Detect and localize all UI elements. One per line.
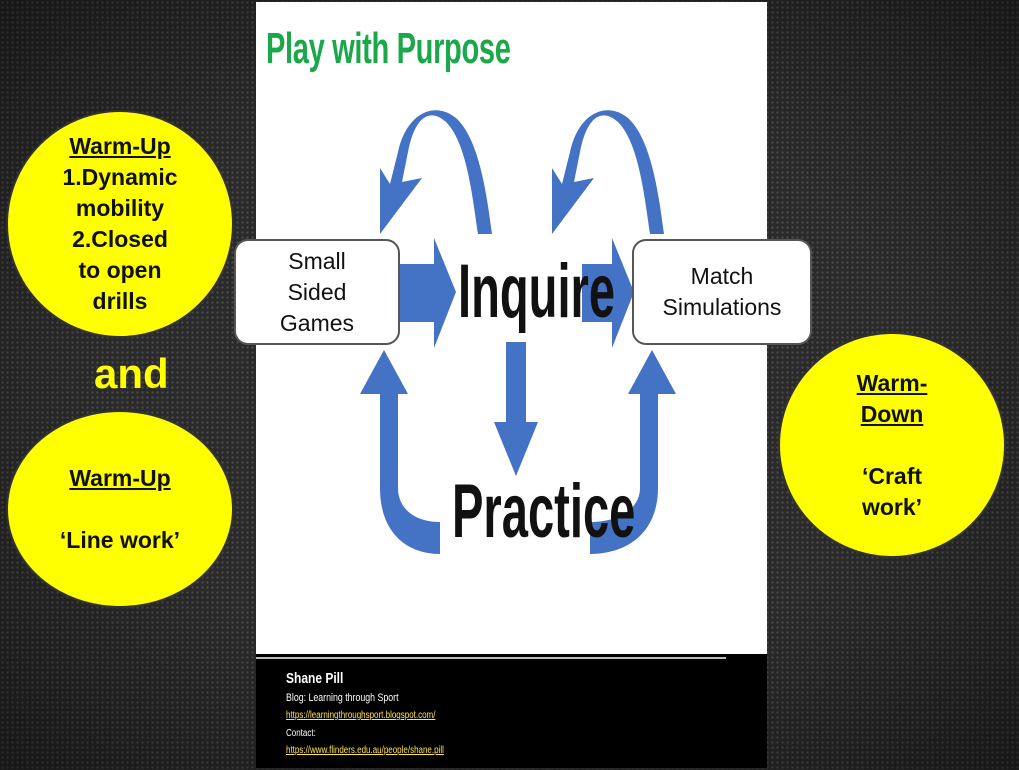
box-line: Simulations — [662, 294, 782, 320]
right-arrow-to-match — [582, 238, 634, 348]
bottom-right-return-arrow — [590, 350, 676, 554]
circle-line: 1.Dynamic — [62, 164, 178, 190]
box-line: Small — [288, 247, 346, 274]
top-left-curved-arrow — [380, 110, 492, 234]
circle-line: 2.Closed — [72, 226, 168, 252]
small-sided-games-box: Small Sided Games — [234, 239, 400, 345]
arrow-group — [360, 110, 676, 554]
practice-label: Practice — [452, 469, 636, 554]
warmdown-circle: Warm- Down ‘Craft work’ — [778, 332, 1006, 558]
cycle-arrows — [360, 110, 676, 554]
blog-label: Blog: Learning through Sport — [286, 692, 399, 704]
box-line: Sided — [287, 278, 347, 305]
poster-title: Play with Purpose — [266, 24, 511, 73]
blog-link[interactable]: https://learningthroughsport.blogspot.co… — [286, 710, 436, 721]
box-line: Games — [279, 309, 355, 336]
down-arrow-to-practice — [494, 342, 538, 476]
circle-heading: Warm-Up — [69, 133, 171, 159]
top-right-curved-arrow — [552, 110, 664, 234]
circle-heading: Down — [860, 400, 924, 427]
footer-divider — [256, 657, 726, 659]
circle-line: ‘Craft — [861, 462, 923, 489]
circle-line: mobility — [75, 195, 165, 221]
inquire-label: Inquire — [458, 249, 616, 334]
contact-link[interactable]: https://www.flinders.edu.au/people/shane… — [286, 745, 444, 756]
warmup-dynamic-circle: Warm-Up 1.Dynamic mobility 2.Closed to o… — [6, 110, 234, 338]
circle-heading: Warm-Up — [69, 464, 171, 491]
circle-line: to open — [78, 257, 162, 283]
right-arrow-to-inquire — [398, 238, 456, 348]
box-line: Match — [690, 263, 754, 289]
author-name: Shane Pill — [286, 670, 344, 687]
circle-line: drills — [92, 288, 148, 314]
circle-heading: Warm- — [856, 369, 928, 396]
contact-label: Contact: — [286, 728, 316, 739]
poster: Play with Purpose Inquire Practice Shane… — [256, 2, 767, 768]
poster-footer: Shane Pill Blog: Learning through Sport … — [256, 654, 767, 768]
match-simulations-box: Match Simulations — [632, 239, 812, 345]
and-connector: and — [94, 350, 169, 397]
bottom-left-return-arrow — [360, 350, 440, 554]
warmup-linework-circle: Warm-Up ‘Line work’ — [6, 410, 234, 608]
circle-line: ‘Line work’ — [59, 526, 181, 553]
circle-line: work’ — [861, 493, 923, 520]
